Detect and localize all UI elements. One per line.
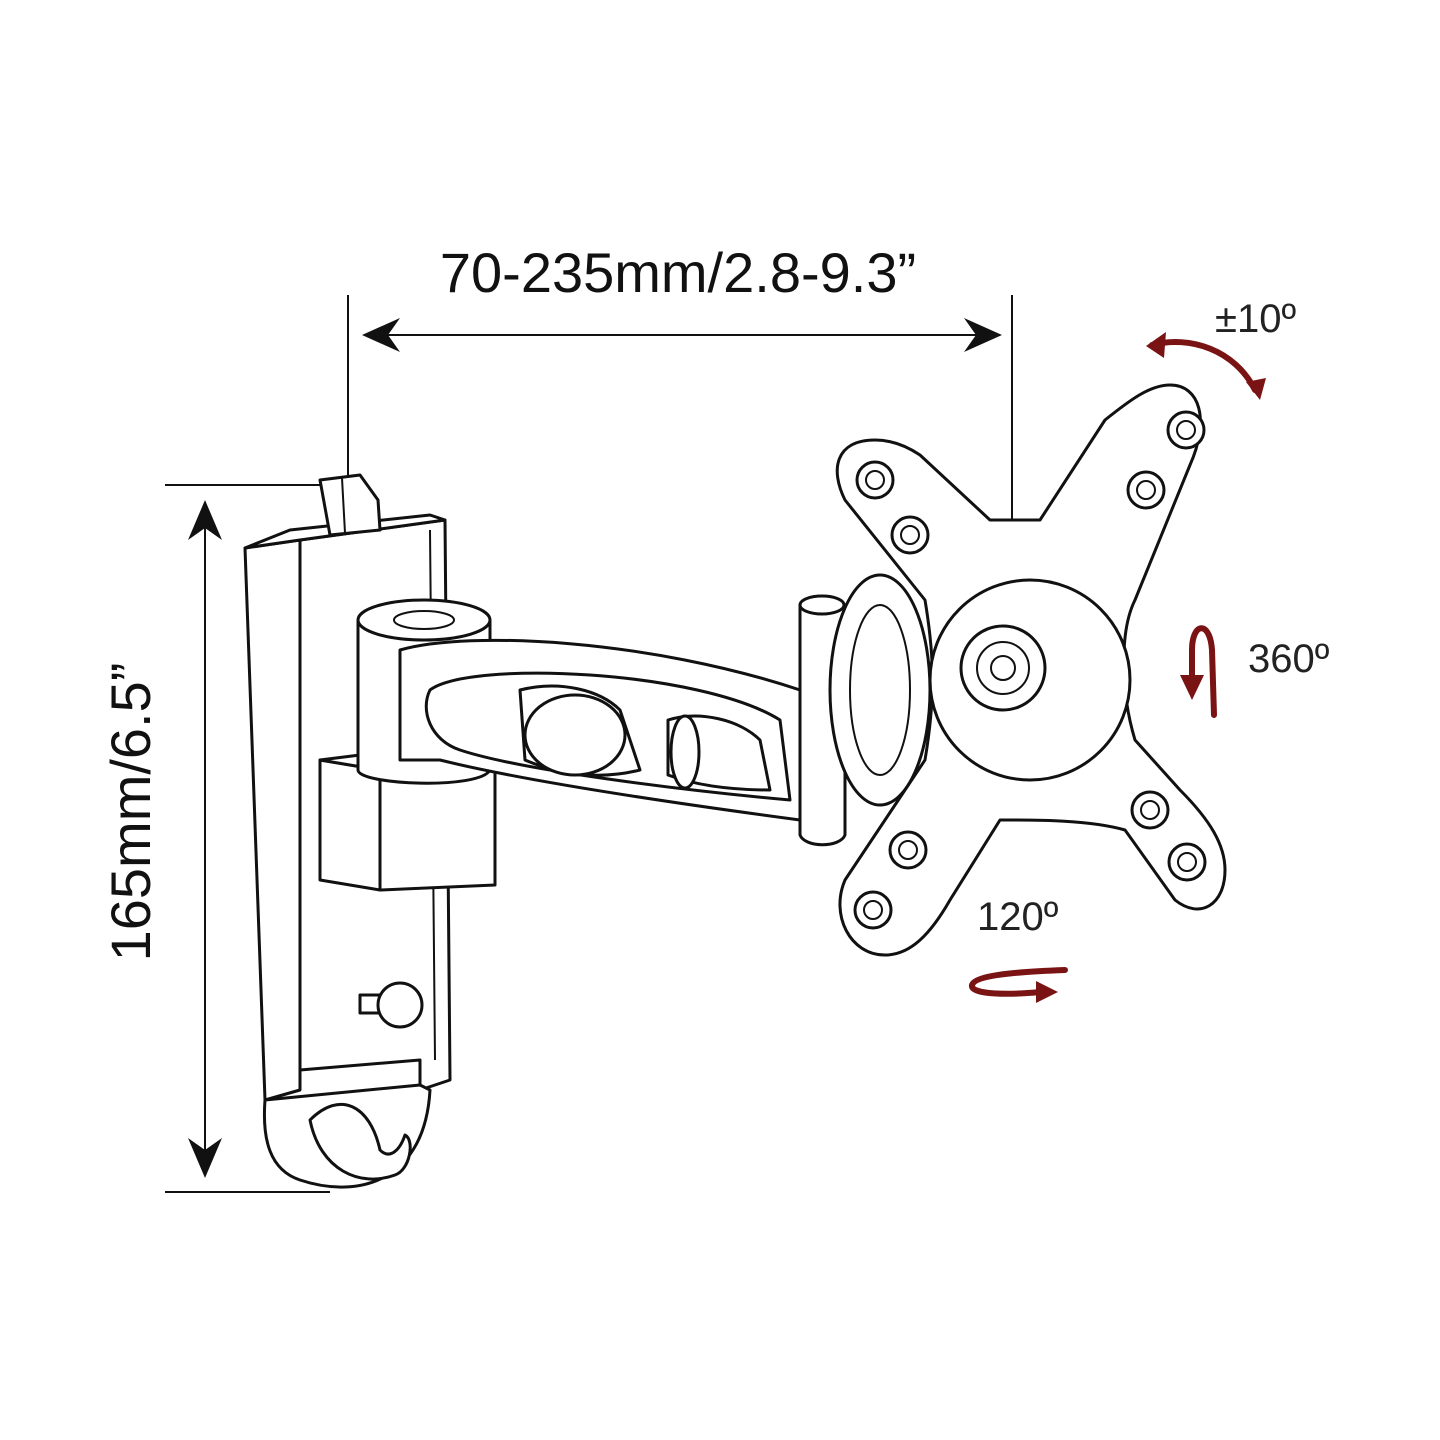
- rotation-arrow-icon: [1189, 625, 1217, 718]
- rotation-label: 360º: [1248, 637, 1330, 681]
- mounting-hole-icon: [855, 460, 895, 500]
- wall-plate-front: [243, 538, 302, 1102]
- height-arrow-top-icon: [188, 500, 222, 540]
- swivel-indicator: 120º: [969, 895, 1068, 1003]
- swivel-arrow-icon: [969, 967, 1068, 997]
- width-dimension: 70-235mm/2.8-9.3”: [347, 241, 1013, 520]
- tilt-indicator: ±10º: [1146, 297, 1296, 400]
- swivel-label: 120º: [977, 895, 1059, 939]
- wall-plate-tab: [318, 473, 382, 537]
- mounting-hole-icon: [890, 515, 930, 555]
- mounting-hole-icon: [888, 830, 928, 870]
- height-label: 165mm/6.5”: [99, 663, 162, 962]
- mounting-hole-icon: [853, 890, 893, 930]
- mounting-hole-icon: [1167, 842, 1207, 882]
- mounting-hole-icon: [1130, 790, 1170, 830]
- height-dimension: 165mm/6.5”: [99, 484, 340, 1193]
- swivel-disk: [828, 573, 932, 807]
- mounting-hole-icon: [1126, 470, 1166, 510]
- mounting-hole-icon: [1166, 410, 1206, 450]
- width-label: 70-235mm/2.8-9.3”: [440, 241, 916, 304]
- tilt-arrow-icon: [1149, 339, 1258, 393]
- swing-arm: [398, 638, 802, 822]
- width-arrow-left-icon: [362, 318, 400, 352]
- height-arrow-bottom-icon: [188, 1138, 222, 1178]
- vesa-plate: [835, 383, 1227, 957]
- width-arrow-right-icon: [964, 318, 1002, 352]
- vesa-mounting-holes: [853, 410, 1207, 930]
- rotation-indicator: 360º: [1180, 625, 1330, 718]
- locking-knob[interactable]: [358, 981, 424, 1029]
- tilt-label: ±10º: [1215, 297, 1296, 341]
